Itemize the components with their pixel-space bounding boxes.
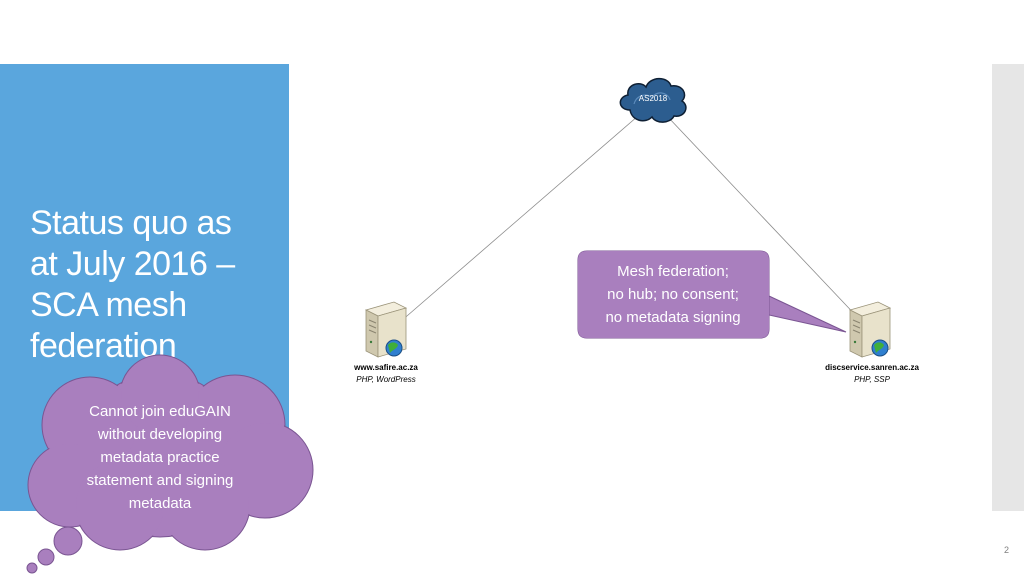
cloud-label: AS2018 [638, 94, 668, 103]
slide-title: Status quo as at July 2016 – SCA mesh fe… [30, 203, 270, 367]
server-name-label: discservice.sanren.ac.za [825, 363, 919, 372]
callout-line: no hub; no consent; [607, 286, 739, 303]
server-icon [848, 301, 892, 358]
server-icon [364, 301, 408, 358]
page-number: 2 [1004, 545, 1010, 555]
thought-cloud-text: Cannot join eduGAIN without developing m… [58, 400, 262, 515]
thought-line: Cannot join eduGAIN [89, 403, 231, 420]
callout-line: no metadata signing [605, 309, 741, 326]
thought-line: without developing [97, 426, 223, 443]
link-cloud-discservice [666, 115, 863, 323]
server-software-label: PHP, WordPress [356, 375, 416, 384]
title-line: Status quo as [30, 204, 232, 242]
server-name-label: www.safire.ac.za [354, 363, 418, 372]
thought-line: metadata [128, 495, 192, 512]
mesh-callout-text: Mesh federation; no hub; no consent; no … [578, 260, 768, 329]
thought-line: statement and signing [86, 472, 234, 489]
thought-line: metadata practice [100, 449, 220, 466]
title-line: SCA mesh [30, 286, 187, 324]
callout-line: Mesh federation; [617, 263, 729, 280]
title-line: at July 2016 – [30, 245, 235, 283]
cloud-icon [619, 77, 687, 123]
right-edge-strip [992, 64, 1024, 511]
link-cloud-safire [399, 115, 639, 323]
server-software-label: PHP, SSP [854, 375, 890, 384]
